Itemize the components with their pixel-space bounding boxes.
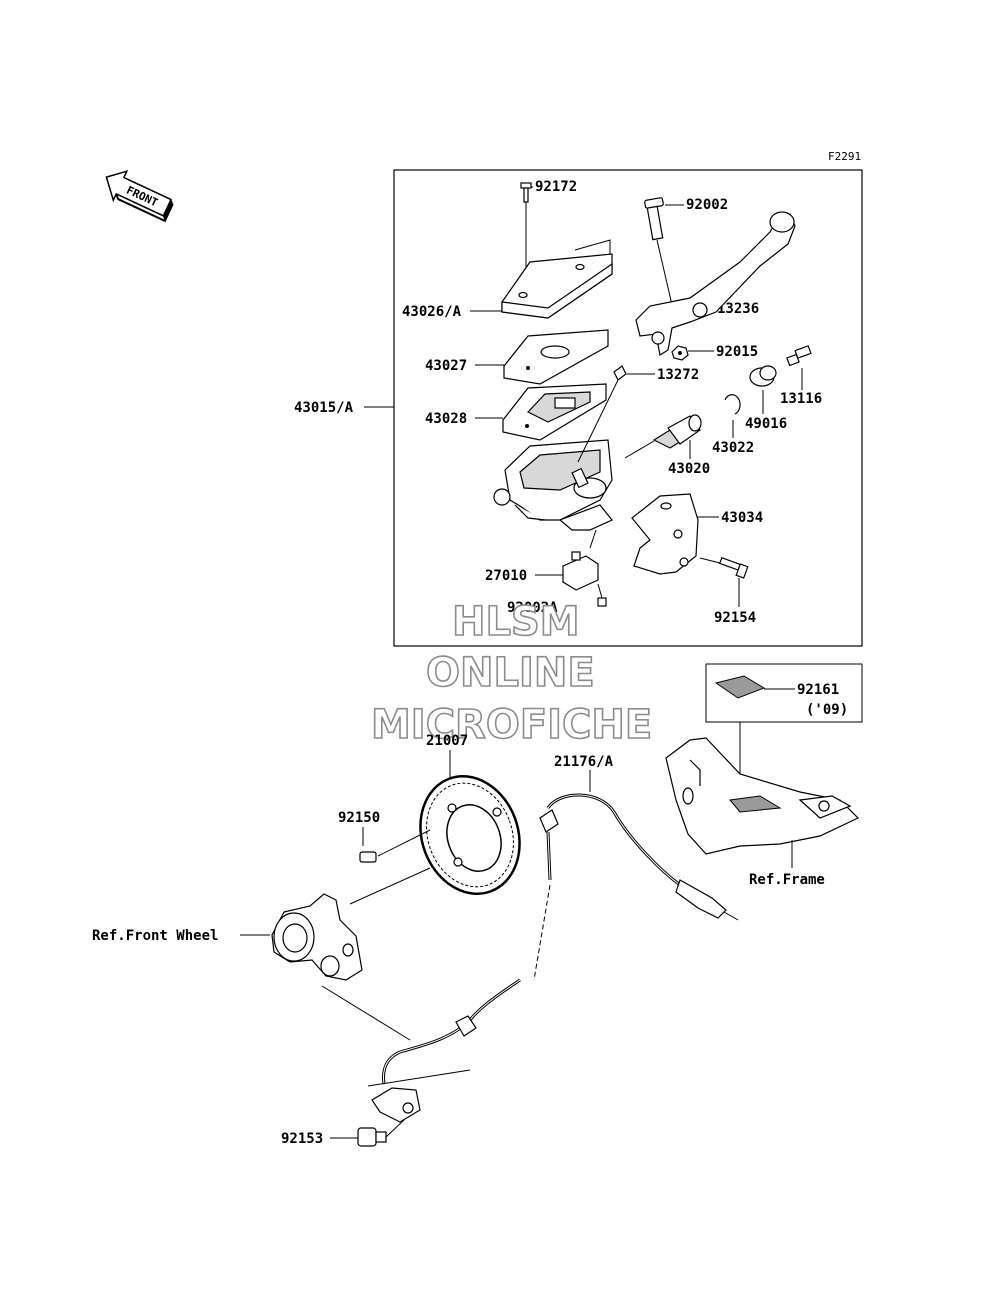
part-label-92002: 92002 [686, 197, 728, 213]
part-label-43028: 43028 [425, 411, 467, 427]
part-label-21176a: 21176/A [554, 754, 614, 770]
part-label-92015: 92015 [716, 344, 758, 360]
diaphragm-plate-43027 [503, 329, 609, 385]
abs-rotor-21007 [419, 775, 521, 895]
watermark-line-1: HLSM [452, 599, 580, 645]
screw-92172 [520, 182, 532, 270]
circlip-43022 [724, 394, 741, 415]
brake-lever-13236 [635, 211, 796, 356]
bolt-92154 [699, 556, 749, 579]
part-label-49016: 49016 [745, 416, 787, 432]
screw-92002a [597, 583, 607, 607]
bolt-92150 [359, 829, 431, 863]
part-label-92172: 92172 [535, 179, 577, 195]
front-wheel-hub [271, 867, 431, 1041]
nut-92015 [671, 345, 689, 361]
pivot-bolt-92002 [644, 197, 673, 306]
watermark-line-2: ONLINE [426, 650, 595, 696]
watermark-line-3: MICROFICHE [371, 702, 652, 748]
front-arrow-icon: FRONT [105, 170, 174, 223]
part-label-43034: 43034 [721, 510, 763, 526]
part-label-92154: 92154 [714, 610, 756, 626]
figure-code: F2291 [828, 150, 861, 163]
dust-boot-49016 [749, 365, 777, 387]
reservoir-cap-43026a [501, 239, 613, 319]
part-label-92153: 92153 [281, 1131, 323, 1147]
part-label-92161: 92161 [797, 682, 839, 698]
clip-13272 [577, 365, 627, 463]
bolt-92153 [357, 1119, 405, 1147]
master-cylinder-assembly-box [393, 169, 863, 647]
piston-kit-43020 [624, 414, 702, 459]
switch-pin-13116 [786, 345, 812, 367]
clamp-43034 [631, 493, 699, 575]
part-label-43027: 43027 [425, 358, 467, 374]
part-label-21007: 21007 [426, 733, 468, 749]
master-cylinder-body [493, 439, 613, 531]
diaphragm-43028 [502, 383, 607, 441]
ref-front-wheel-label: Ref.Front Wheel [92, 928, 218, 944]
label-sticker-92161 [714, 675, 766, 699]
part-label-92161-year: ('09) [806, 702, 848, 718]
part-label-43022: 43022 [712, 440, 754, 456]
brake-switch-27010 [562, 529, 599, 591]
abs-sensor-wire-21176a [367, 793, 739, 1123]
frame-bracket [665, 737, 860, 855]
part-label-13116: 13116 [780, 391, 822, 407]
part-label-43015a: 43015/A [294, 400, 354, 416]
part-label-27010: 27010 [485, 568, 527, 584]
part-label-13236: 13236 [717, 301, 759, 317]
part-label-92002a: 92002A [507, 600, 558, 616]
ref-frame-label: Ref.Frame [749, 872, 825, 888]
part-label-43020: 43020 [668, 461, 710, 477]
part-label-43026a: 43026/A [402, 304, 462, 320]
part-label-92150: 92150 [338, 810, 380, 826]
label-box-92161 [705, 663, 863, 723]
part-label-13272: 13272 [657, 367, 699, 383]
